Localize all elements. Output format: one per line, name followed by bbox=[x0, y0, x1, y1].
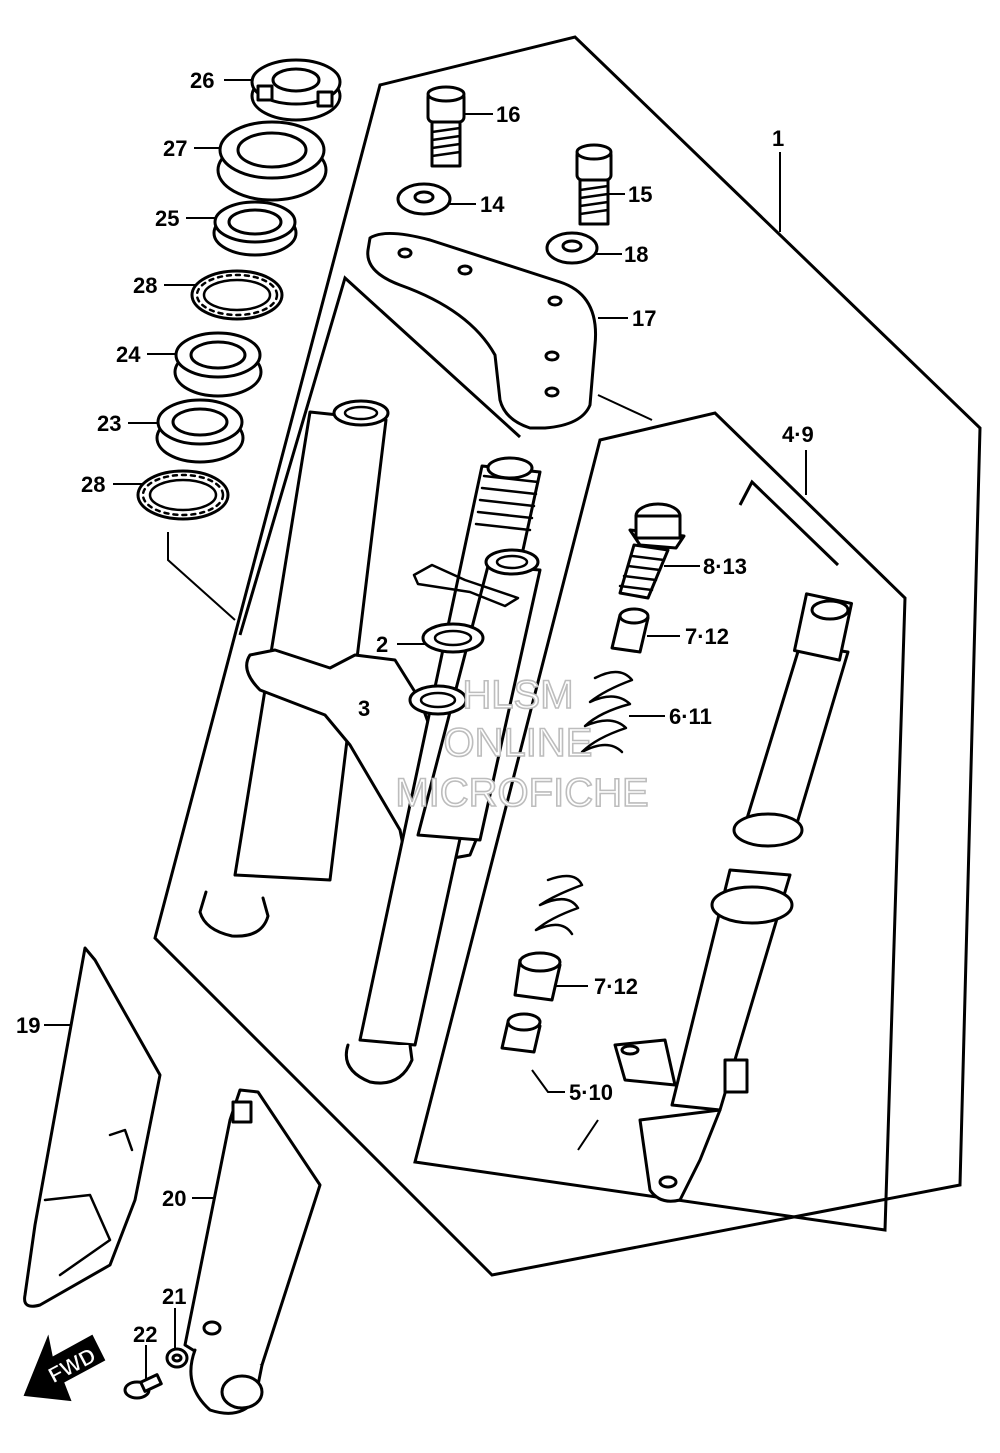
spacer-7-12-upper bbox=[610, 607, 650, 654]
steering-nut-26 bbox=[250, 58, 342, 122]
watermark-line-1: HLSM bbox=[462, 673, 573, 717]
fwd-arrow-icon: FWD bbox=[23, 1334, 106, 1402]
dust-seal-27 bbox=[216, 120, 328, 202]
watermark: HLSM ONLINE MICROFICHE bbox=[395, 672, 650, 816]
fork-leg-4-9 bbox=[613, 592, 854, 1203]
callout-15: 15 bbox=[628, 182, 652, 207]
assembly-4-9-frame bbox=[413, 411, 907, 1232]
washer-14 bbox=[396, 182, 452, 216]
inner-cartridge-outline bbox=[738, 479, 840, 567]
o-ring-3 bbox=[408, 684, 468, 716]
washer-21 bbox=[165, 1347, 189, 1369]
callout-3: 3 bbox=[358, 696, 370, 721]
fork-cover-19 bbox=[23, 946, 162, 1308]
bolt-15 bbox=[575, 143, 613, 226]
callout-6-11: 6·11 bbox=[669, 704, 712, 729]
spring-clip-2 bbox=[412, 563, 520, 654]
bearing-race-24 bbox=[173, 331, 263, 398]
callout-21: 21 bbox=[162, 1284, 186, 1309]
callout-7-12-lower: 7·12 bbox=[594, 974, 638, 999]
bolt-16 bbox=[426, 85, 466, 168]
callout-1: 1 bbox=[772, 126, 784, 151]
callout-4-9: 4·9 bbox=[782, 422, 814, 447]
callout-24: 24 bbox=[116, 342, 141, 367]
callout-2: 2 bbox=[376, 632, 388, 657]
callout-23: 23 bbox=[97, 411, 121, 436]
callout-14: 14 bbox=[480, 192, 505, 217]
callout-25: 25 bbox=[155, 206, 179, 231]
fork-cover-20 bbox=[183, 1088, 322, 1415]
watermark-line-3: MICROFICHE bbox=[395, 771, 648, 815]
spacer-7-12-lower bbox=[513, 951, 562, 1002]
callout-18: 18 bbox=[624, 242, 648, 267]
callout-17: 17 bbox=[632, 306, 656, 331]
bracket-17 bbox=[366, 232, 598, 430]
inner-fork-outline bbox=[238, 275, 522, 636]
piston-5-10 bbox=[500, 1012, 542, 1054]
bearing-race-23 bbox=[155, 398, 245, 464]
screw-22 bbox=[123, 1373, 163, 1400]
watermark-line-2: ONLINE bbox=[444, 721, 593, 765]
callout-19: 19 bbox=[16, 1013, 40, 1038]
fork-cap-8-13 bbox=[618, 502, 686, 600]
callout-28-upper: 28 bbox=[133, 273, 157, 298]
ball-bearing-28-upper bbox=[190, 269, 284, 321]
callout-8-13: 8·13 bbox=[703, 554, 747, 579]
callout-22: 22 bbox=[133, 1322, 157, 1347]
leader-lines bbox=[44, 79, 807, 1380]
callout-26: 26 bbox=[190, 68, 214, 93]
washer-18 bbox=[545, 231, 599, 265]
callout-7-12-upper: 7·12 bbox=[685, 624, 729, 649]
callout-labels: 26 27 25 28 24 23 28 16 14 15 18 17 1 4·… bbox=[16, 68, 814, 1347]
assembly-1-frame bbox=[153, 35, 982, 1277]
callout-28-lower: 28 bbox=[81, 472, 105, 497]
callout-16: 16 bbox=[496, 102, 520, 127]
spring-6-11 bbox=[534, 670, 634, 936]
callout-5-10: 5·10 bbox=[569, 1080, 613, 1105]
fork-tube-right bbox=[344, 456, 542, 1085]
bearing-race-25 bbox=[212, 200, 298, 257]
fork-tube-left bbox=[198, 399, 390, 938]
callout-20: 20 bbox=[162, 1186, 186, 1211]
callout-27: 27 bbox=[163, 136, 187, 161]
ball-bearing-28-lower bbox=[136, 469, 230, 521]
